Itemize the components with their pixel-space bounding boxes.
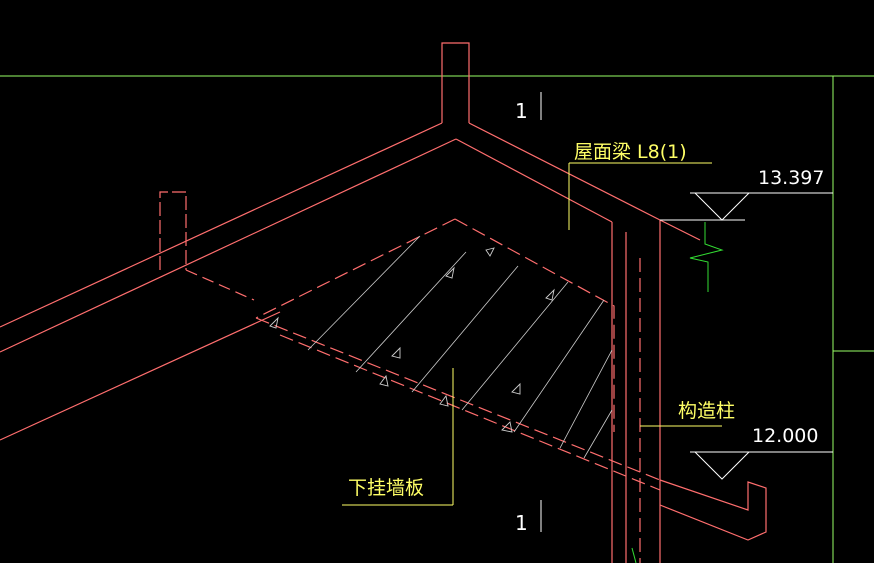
elevation-lower-triangle — [694, 451, 750, 480]
section-label-bottom: 1 — [515, 511, 528, 535]
roof-top-right — [468, 122, 661, 221]
roof-top-left — [0, 122, 443, 328]
frame-lines — [0, 75, 874, 563]
hatch-line — [461, 281, 569, 411]
roof-top-right-ext — [659, 219, 701, 241]
ridge-parapet — [441, 42, 470, 123]
panel-lower-dash — [279, 334, 661, 491]
column-label: 构造柱 — [678, 400, 735, 422]
hatch-triangle — [379, 374, 389, 387]
panel-outline — [454, 218, 615, 432]
hatch-triangle — [511, 382, 521, 395]
left-stub-base — [185, 269, 255, 301]
panel-top-dash — [255, 218, 456, 319]
beam-leader — [568, 162, 712, 230]
hatch-line — [513, 299, 605, 433]
left-parapet — [159, 191, 187, 270]
hatch-line — [355, 251, 467, 373]
hatch-line — [583, 409, 613, 459]
section-label-top: 1 — [515, 99, 528, 123]
gutter — [659, 479, 767, 541]
hatch-line — [307, 235, 421, 351]
hatch-triangle — [391, 346, 401, 359]
roof-inner-right — [455, 138, 613, 223]
elevation-lower-value: 12.000 — [752, 425, 818, 447]
elevation-upper — [660, 192, 833, 221]
roof-structure — [0, 42, 767, 563]
elevation-upper-triangle — [694, 192, 750, 221]
hatch-triangle — [501, 421, 513, 433]
panel-leader — [342, 368, 454, 506]
hatch-triangle — [545, 288, 555, 301]
slab-bottom-left — [0, 311, 281, 441]
hatch-triangle — [439, 394, 449, 407]
elevation-upper-value: 13.397 — [758, 167, 824, 189]
panel-bottom-dash — [255, 317, 661, 481]
panel-hatch — [307, 235, 613, 459]
break-line-lower — [631, 547, 637, 563]
hatch-triangle — [445, 266, 455, 279]
wall-panel-label: 下挂墙板 — [348, 477, 424, 499]
hatch-line — [411, 265, 519, 393]
break-lines — [631, 222, 724, 563]
hatch-line — [559, 349, 613, 449]
roof-inner-left — [0, 138, 457, 353]
elevation-lower — [690, 451, 833, 480]
hatch-triangle — [269, 316, 279, 329]
hatch-triangle — [485, 247, 495, 257]
break-line-upper — [689, 222, 724, 292]
beam-label: 屋面梁 L8(1) — [574, 141, 687, 163]
panel-triangles — [269, 247, 555, 433]
